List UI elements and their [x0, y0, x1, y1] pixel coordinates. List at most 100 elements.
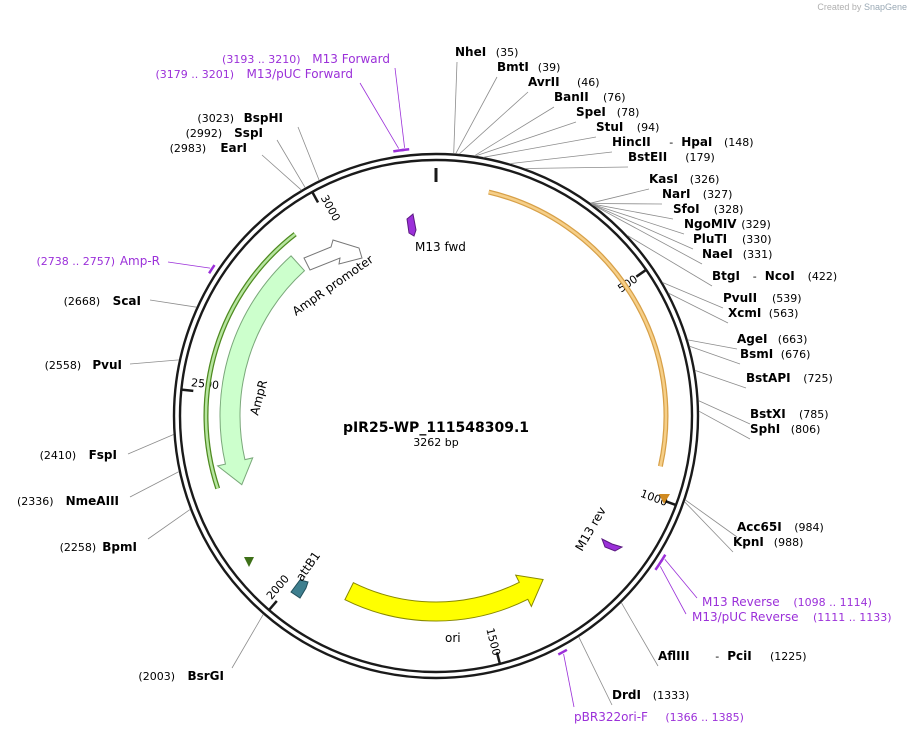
enzyme-leader-line	[626, 234, 713, 287]
primer-label: M13 Reverse(1098 .. 1114)	[702, 595, 872, 609]
enzyme-separator: -	[753, 270, 757, 283]
enzyme-site: KasI(326)	[649, 172, 719, 186]
enzyme-name: BsrGI	[187, 669, 224, 683]
enzyme-site: SphI(806)	[750, 422, 820, 436]
primer-range: (1098 .. 1114)	[793, 596, 872, 609]
tick-mark	[181, 388, 194, 393]
primer-name: M13/pUC Reverse	[692, 610, 799, 624]
enzyme-leader-line	[453, 61, 458, 154]
backbone-inner	[178, 158, 694, 674]
enzyme-position: (2003)	[138, 670, 175, 683]
enzyme-position: (539)	[772, 292, 802, 305]
enzyme-site: NgoMIV(329)	[684, 217, 771, 231]
tick-mark	[495, 651, 502, 665]
enzyme-name: NmeAIII	[66, 494, 119, 508]
enzyme-leader-line	[698, 410, 751, 440]
enzyme-site: BstAPI(725)	[746, 371, 833, 385]
enzyme-name: Acc65I	[737, 520, 782, 534]
enzyme-position: (988)	[774, 536, 804, 549]
enzyme-name: PluTI	[693, 232, 727, 246]
enzyme-leader-line	[578, 636, 613, 706]
enzyme-site: StuI(94)	[596, 120, 659, 134]
enzyme-site: BspHI(3023)	[197, 111, 283, 125]
enzyme-site: DrdI(1333)	[612, 688, 689, 702]
primer-leader-line	[394, 67, 405, 148]
enzyme-name: SpeI	[576, 105, 606, 119]
m13-fwd-arrow	[406, 213, 417, 237]
enzyme-site: NheI(35)	[455, 45, 518, 59]
enzyme-leader-line	[698, 400, 751, 425]
feature-label-attb1: attB1	[293, 549, 323, 584]
enzyme-name: SphI	[750, 422, 780, 436]
enzyme-position: (2410)	[40, 449, 77, 462]
enzyme-position: (2668)	[64, 295, 101, 308]
ampr-promoter-arrow	[303, 239, 363, 271]
enzyme-name: KasI	[649, 172, 678, 186]
enzyme-site: PvuII (539)	[723, 291, 802, 305]
credit: Created by SnapGene	[817, 2, 907, 12]
enzyme-name: KpnI	[733, 535, 764, 549]
enzyme-leader-line	[483, 136, 597, 158]
enzyme-site: AgeI(663)	[737, 332, 807, 346]
enzyme-name: PvuII	[723, 291, 757, 305]
enzyme-site: AvrII(46)	[528, 75, 600, 89]
enzyme-site: FspI(2410)	[40, 448, 117, 462]
primer-label: M13/pUC Forward(3179 .. 3201)	[155, 67, 353, 81]
enzyme-leader-line	[591, 203, 685, 235]
feature-label-ampr-promoter: AmpR promoter	[290, 252, 376, 318]
primer-site	[208, 264, 216, 274]
primer-label: Amp-R(2738 .. 2757)	[36, 254, 160, 268]
enzyme-site: AflIII-PciI(1225)	[658, 649, 807, 663]
enzyme-name-2: NcoI	[765, 269, 795, 283]
enzyme-leader-line	[127, 434, 174, 455]
primer-range: (3193 .. 3210)	[222, 53, 301, 66]
enzyme-position: (2983)	[170, 142, 207, 155]
enzyme-name: AgeI	[737, 332, 767, 346]
enzyme-leader-line	[455, 76, 498, 154]
enzyme-site: SspI(2992)	[186, 126, 263, 140]
enzyme-site: BstEII(179)	[628, 150, 715, 164]
enzyme-leader-line	[590, 203, 663, 205]
tick-mark	[268, 600, 278, 611]
enzyme-position: (35)	[496, 46, 519, 59]
enzyme-position: (563)	[769, 307, 799, 320]
enzyme-position: (328)	[714, 203, 744, 216]
enzyme-name: NaeI	[702, 247, 733, 261]
enzyme-position: (2992)	[186, 127, 223, 140]
tick-mark	[664, 499, 677, 507]
enzyme-leader-line	[276, 139, 306, 189]
enzyme-leader-line	[687, 339, 738, 350]
enzyme-site: HincII-HpaI(148)	[612, 135, 754, 149]
feature-label-m13-fwd: M13 fwd	[415, 240, 466, 254]
plasmid-name: pIR25-WP_111548309.1	[343, 420, 529, 436]
enzyme-position: (330)	[742, 233, 772, 246]
enzyme-site: BanII(76)	[554, 90, 626, 104]
enzyme-site: BsmI(676)	[740, 347, 810, 361]
enzyme-separator: -	[715, 650, 719, 663]
enzyme-position: (984)	[794, 521, 824, 534]
enzyme-name: SfoI	[673, 202, 700, 216]
enzyme-position: (1225)	[770, 650, 807, 663]
enzyme-position: (1333)	[653, 689, 690, 702]
tick-label: 2000	[264, 572, 292, 602]
enzyme-site: BpmI(2258)	[60, 540, 137, 554]
enzyme-position: (76)	[603, 91, 626, 104]
enzyme-site: SpeI(78)	[576, 105, 639, 119]
enzyme-leader-line	[620, 602, 659, 667]
enzyme-name: BmtI	[497, 60, 529, 74]
enzyme-position: (331)	[743, 248, 773, 261]
enzyme-separator: -	[669, 136, 673, 149]
enzyme-position: (2258)	[60, 541, 97, 554]
enzyme-position: (3023)	[197, 112, 234, 125]
tick-label: 3000	[318, 193, 343, 224]
enzyme-position: (785)	[799, 408, 829, 421]
credit-prefix: Created by	[817, 2, 862, 12]
primer-group: M13 Forward(3193 .. 3210)M13/pUC Forward…	[36, 52, 891, 724]
enzyme-site: BtgI-NcoI(422)	[712, 269, 837, 283]
enzyme-name: EarI	[220, 141, 247, 155]
enzyme-labels: NheI(35)BmtI(39)AvrII(46)BanII(76)SpeI(7…	[17, 45, 837, 702]
enzyme-site: NmeAIII(2336)	[17, 494, 119, 508]
tick-mark	[311, 191, 320, 204]
primer-label: M13 Forward(3193 .. 3210)	[222, 52, 390, 66]
primer-leader-line	[659, 566, 687, 615]
